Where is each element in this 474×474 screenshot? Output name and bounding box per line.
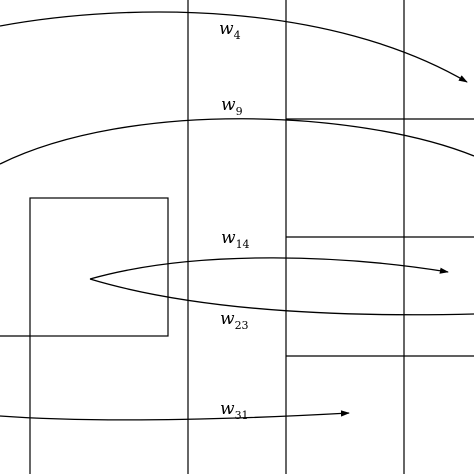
label-w4: w4 [219,19,241,42]
curve-w14 [89,257,449,280]
label-w14: w14 [221,228,250,251]
label-w9: w9 [221,95,243,118]
label-w23: w23 [220,309,249,332]
labels: w4 w9 w14 w23 w31 [219,19,250,422]
inner-square [29,197,169,337]
label-w31: w31 [220,399,249,422]
curve-w23 [89,278,474,316]
curves [0,11,474,421]
curve-w9 [0,118,474,165]
curve-w4 [0,11,468,83]
curve-w31 [0,410,350,421]
